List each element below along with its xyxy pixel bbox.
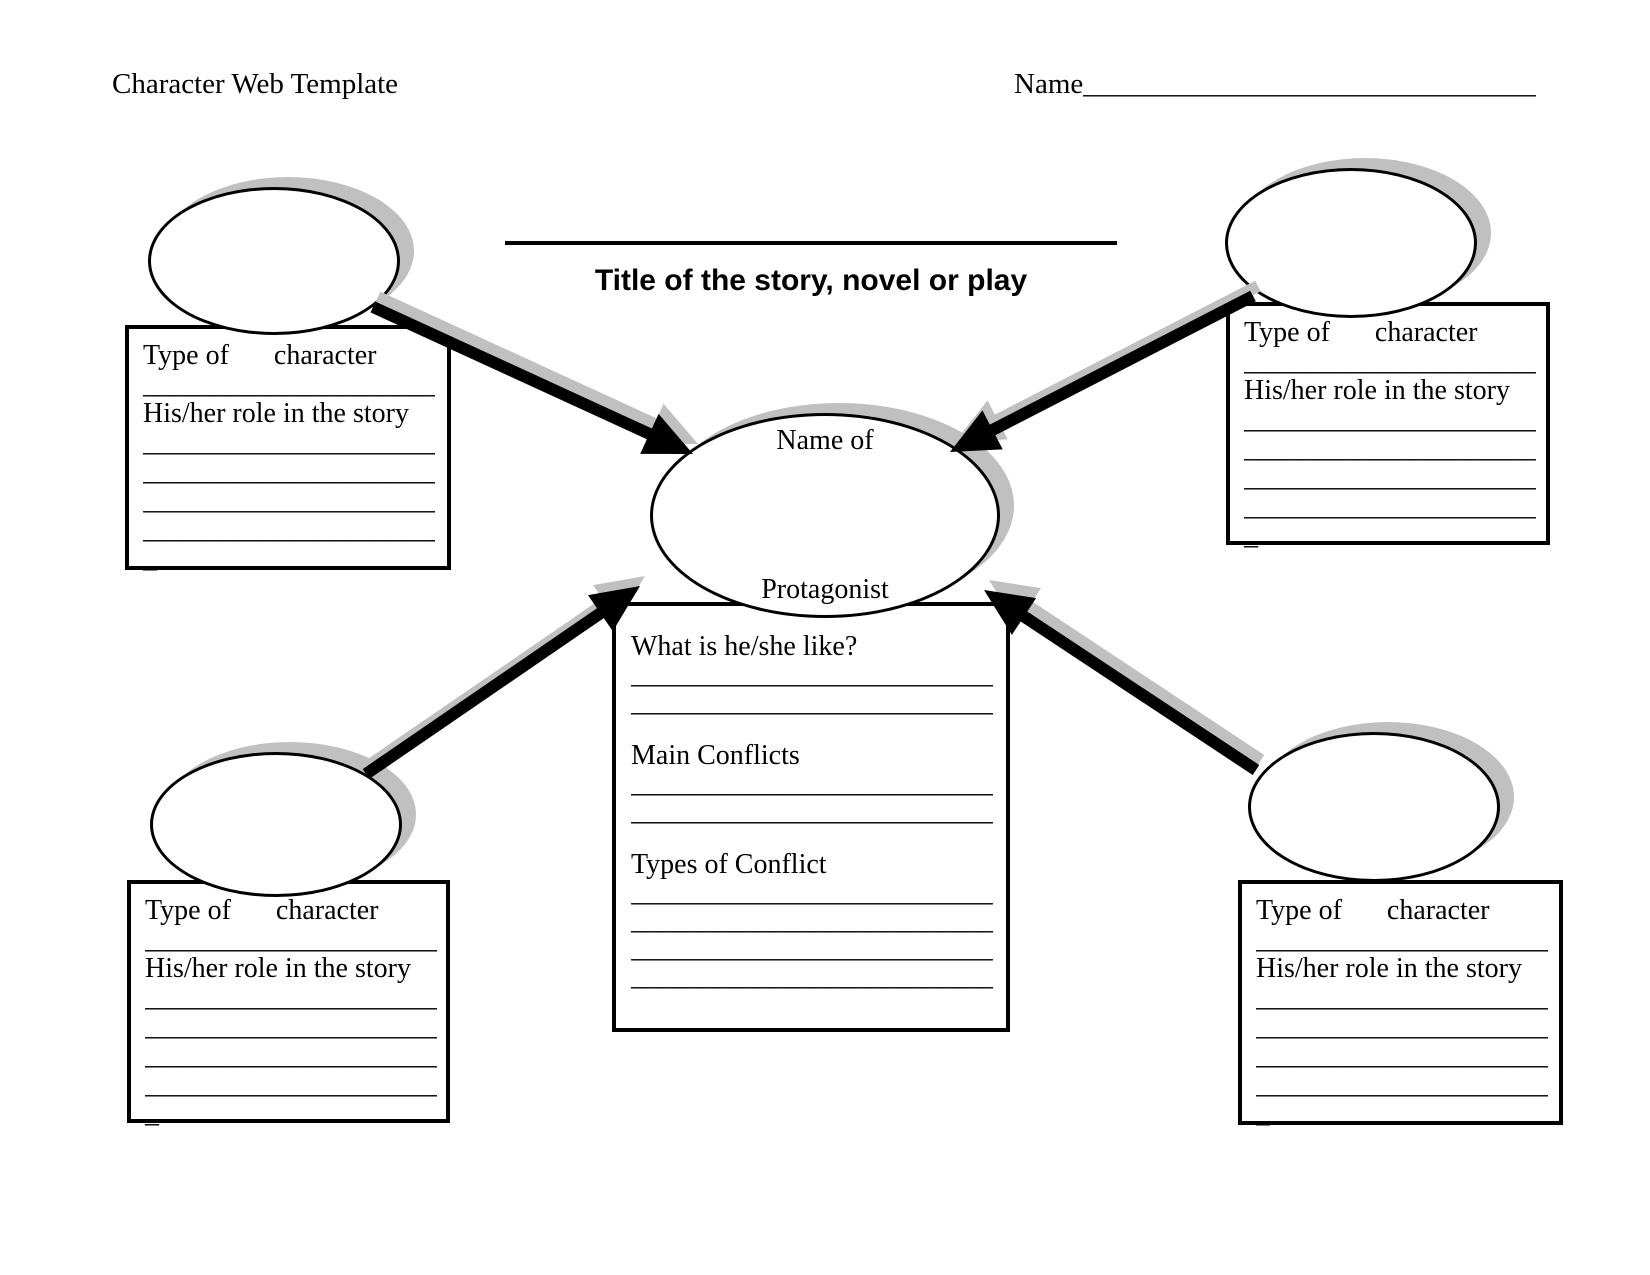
- story-title-rule: [505, 241, 1117, 245]
- write-line: ____________________________: [631, 661, 993, 689]
- write-line: ______________________: [143, 515, 435, 544]
- protagonist-oval-protagonist: Protagonist: [761, 574, 889, 605]
- main-conflicts-label: Main Conflicts: [631, 740, 800, 771]
- write-line: ____________________________: [631, 963, 993, 991]
- write-line: ____________________________: [631, 879, 993, 907]
- protagonist-oval: Name of Protagonist: [650, 403, 1014, 618]
- write-line: ______________________: [143, 457, 435, 486]
- end-mark: _: [1244, 520, 1258, 551]
- write-line: ______________________: [145, 1070, 437, 1099]
- write-line: ____________________________: [631, 689, 993, 717]
- write-line: ______________________: [145, 925, 437, 954]
- end-mark: _: [1256, 1098, 1270, 1129]
- protagonist-detail-box: What is he/she like? ___________________…: [612, 602, 1010, 1032]
- write-line: ______________________: [145, 1012, 437, 1041]
- story-title-caption: Title of the story, novel or play: [594, 264, 1028, 297]
- write-line: ______________________: [1244, 405, 1536, 434]
- role-label: His/her role in the story: [1256, 953, 1522, 984]
- write-line: ______________________: [1244, 463, 1536, 492]
- character-oval-bottom-left: [150, 742, 416, 897]
- character-oval-bottom-right: [1248, 722, 1514, 882]
- write-line: ______________________: [1244, 347, 1536, 376]
- write-line: ____________________________: [631, 770, 993, 798]
- arrow-bottom-right-to-center: [984, 580, 1265, 775]
- write-line: ______________________: [1256, 1041, 1548, 1070]
- end-mark: _: [143, 543, 157, 574]
- write-line: ______________________: [143, 428, 435, 457]
- write-line: ____________________________: [631, 907, 993, 935]
- write-line: ______________________: [1256, 1070, 1548, 1099]
- name-row: Name____________________________________: [1014, 68, 1536, 101]
- end-mark: _: [145, 1098, 159, 1129]
- role-label: His/her role in the story: [1244, 375, 1510, 406]
- write-line: ______________________: [145, 1041, 437, 1070]
- write-line: ______________________: [1244, 492, 1536, 521]
- write-line: ______________________: [1256, 983, 1548, 1012]
- character-oval-top-right: [1225, 158, 1491, 318]
- types-of-conflict-label: Types of Conflict: [631, 849, 827, 880]
- write-line: ______________________: [143, 370, 435, 399]
- character-oval-top-left: [148, 177, 414, 335]
- protagonist-oval-name-of: Name of: [776, 425, 874, 456]
- write-line: ______________________: [145, 983, 437, 1012]
- role-label: His/her role in the story: [143, 398, 409, 429]
- name-blank-line: ____________________________________: [1083, 68, 1536, 100]
- write-line: ______________________: [1244, 434, 1536, 463]
- write-line: ____________________________: [631, 935, 993, 963]
- what-like-label: What is he/she like?: [631, 631, 858, 662]
- write-line: ____________________________: [631, 798, 993, 826]
- write-line: ______________________: [1256, 1012, 1548, 1041]
- role-label: His/her role in the story: [145, 953, 411, 984]
- name-label: Name: [1014, 68, 1084, 100]
- write-line: ______________________: [143, 486, 435, 515]
- doc-title: Character Web Template: [112, 68, 399, 100]
- write-line: ______________________: [1256, 925, 1548, 954]
- arrow-bottom-left-to-center: [362, 576, 645, 779]
